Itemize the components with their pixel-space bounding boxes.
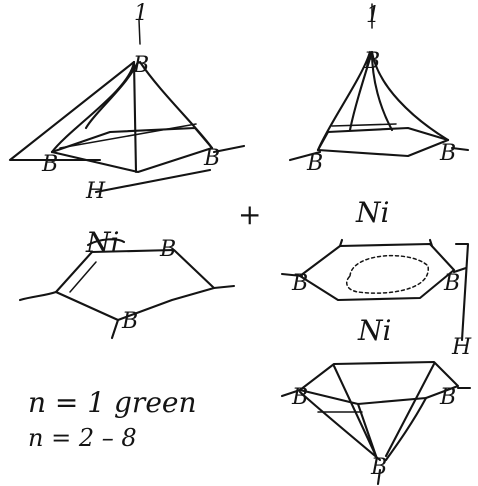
label-b-right-1: B — [306, 151, 323, 176]
label-h-right: H — [451, 335, 472, 360]
label-b-ring-right-1: B — [291, 271, 308, 296]
label-b-bottom-1: B — [291, 385, 308, 410]
label-b-ring-right-2: B — [443, 271, 460, 296]
label-bond-top-right: 1 — [366, 3, 380, 28]
left-ni-ring — [18, 238, 236, 340]
left-pyramid — [8, 19, 246, 194]
label-b-right-2: B — [439, 141, 456, 166]
label-b-bottom-apex: B — [370, 455, 387, 480]
label-b-top-left: B — [132, 53, 149, 78]
label-b-left-1: B — [41, 152, 58, 177]
label-b-ring-left-1: B — [159, 237, 176, 262]
right-ni-ring — [280, 238, 470, 342]
note-line-1: n = 1 green — [28, 386, 197, 419]
plus-sign: + — [238, 198, 261, 231]
label-h-left: H — [85, 179, 106, 204]
label-b-bottom-2: B — [439, 385, 456, 410]
label-ni-right-bottom: Ni — [357, 314, 391, 347]
inverted-pyramid — [280, 360, 472, 486]
label-b-left-2: B — [203, 146, 220, 171]
label-b-ring-left-2: B — [121, 309, 138, 334]
note-line-2: n = 2 – 8 — [28, 424, 137, 452]
label-ni-right-top: Ni — [355, 196, 389, 229]
right-pyramid — [288, 3, 470, 162]
label-b-top-right: B — [363, 49, 380, 74]
label-bond-top-left: 1 — [134, 1, 148, 26]
